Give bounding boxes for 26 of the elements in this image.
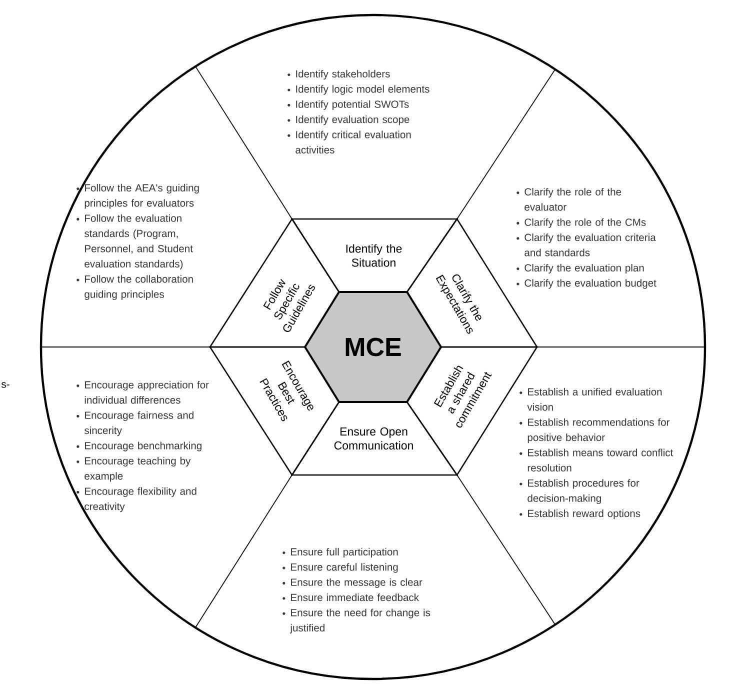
node-label: Identify evaluation scope <box>296 116 410 126</box>
bullet-list: Ensure full participation Ensure careful listening Ensure the message is clear Ensure immediate feedback Ensure the need for change is justified <box>282 548 430 634</box>
node-label: Encourage appreciation for individual differences <box>84 380 209 404</box>
node-label: Identify critical evaluation activities <box>296 130 411 154</box>
node-label: Encourage teaching by example <box>84 456 191 482</box>
node-label: Identify logic model elements <box>296 85 430 95</box>
node-label: Ensure immediate feedback <box>291 594 420 602</box>
bullet-list: Follow the AEA's guiding principles for evaluators Follow the evaluation standards (Program, Personnel, and Student evaluation standards) Follow the collaboration guiding principles <box>76 184 199 300</box>
node-label: Ensure the message is clear <box>291 578 422 588</box>
node-label: Ensure careful listening <box>291 563 398 573</box>
node-label: Encourage benchmarking <box>85 442 202 452</box>
node-label: Establish procedures for decision-making <box>528 479 640 504</box>
node-label: Encourage fairness and sincerity <box>84 411 194 436</box>
node-label: Follow the AEA's guiding principles for evaluators <box>84 184 199 209</box>
node-label: Clarify the role of the evaluator <box>524 188 622 211</box>
bullet-list: Encourage appreciation for individual differences Encourage fairness and sincerity Encourage benchmarking Encourage teaching by example Encourage flexibility and creativity <box>76 380 209 512</box>
node-label: Follow the evaluation standards (Program, Personnel, and Student evaluation standards) <box>84 214 193 270</box>
node-label: Follow the collaboration guiding principles <box>84 275 193 300</box>
text-fragment: s- <box>1 382 10 388</box>
node-label: Ensure the need for change is justified <box>290 608 430 634</box>
node-label: Identify potential SWOTs <box>296 100 409 110</box>
node-label: Ensure full participation <box>291 548 398 558</box>
node-label: Establish reward options <box>528 510 640 520</box>
node-label: Encourage flexibility and creativity <box>84 487 196 512</box>
node-label: Identify stakeholders <box>296 70 390 80</box>
bullet-list: Identify stakeholders Identify logic model elements Identify potential SWOTs Identify evaluation scope Identify critical evaluation activities <box>288 70 430 154</box>
